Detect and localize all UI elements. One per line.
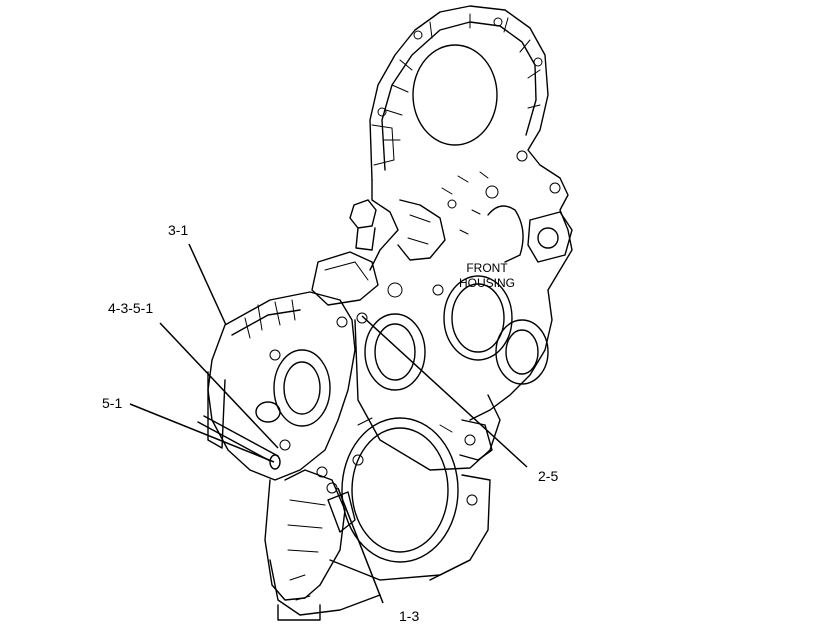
leader-1-3 (337, 487, 384, 604)
long-bolt (197, 415, 281, 470)
leader-3-1 (188, 243, 227, 326)
front-housing (269, 5, 573, 621)
leader-5-1 (129, 403, 275, 463)
callout-2-5: 2-5 (538, 468, 558, 484)
callout-1-3: 1-3 (399, 608, 419, 624)
front-housing-label-line2: HOUSING (459, 276, 515, 290)
callout-4-3-5-1: 4-3-5-1 (108, 300, 153, 316)
timing-cover (207, 291, 368, 601)
callout-5-1: 5-1 (102, 395, 122, 411)
leader-4-3-5-1 (159, 322, 279, 449)
callout-3-1: 3-1 (168, 222, 188, 238)
leader-2-5 (361, 315, 528, 468)
front-housing-label-line1: FRONT (466, 261, 508, 275)
